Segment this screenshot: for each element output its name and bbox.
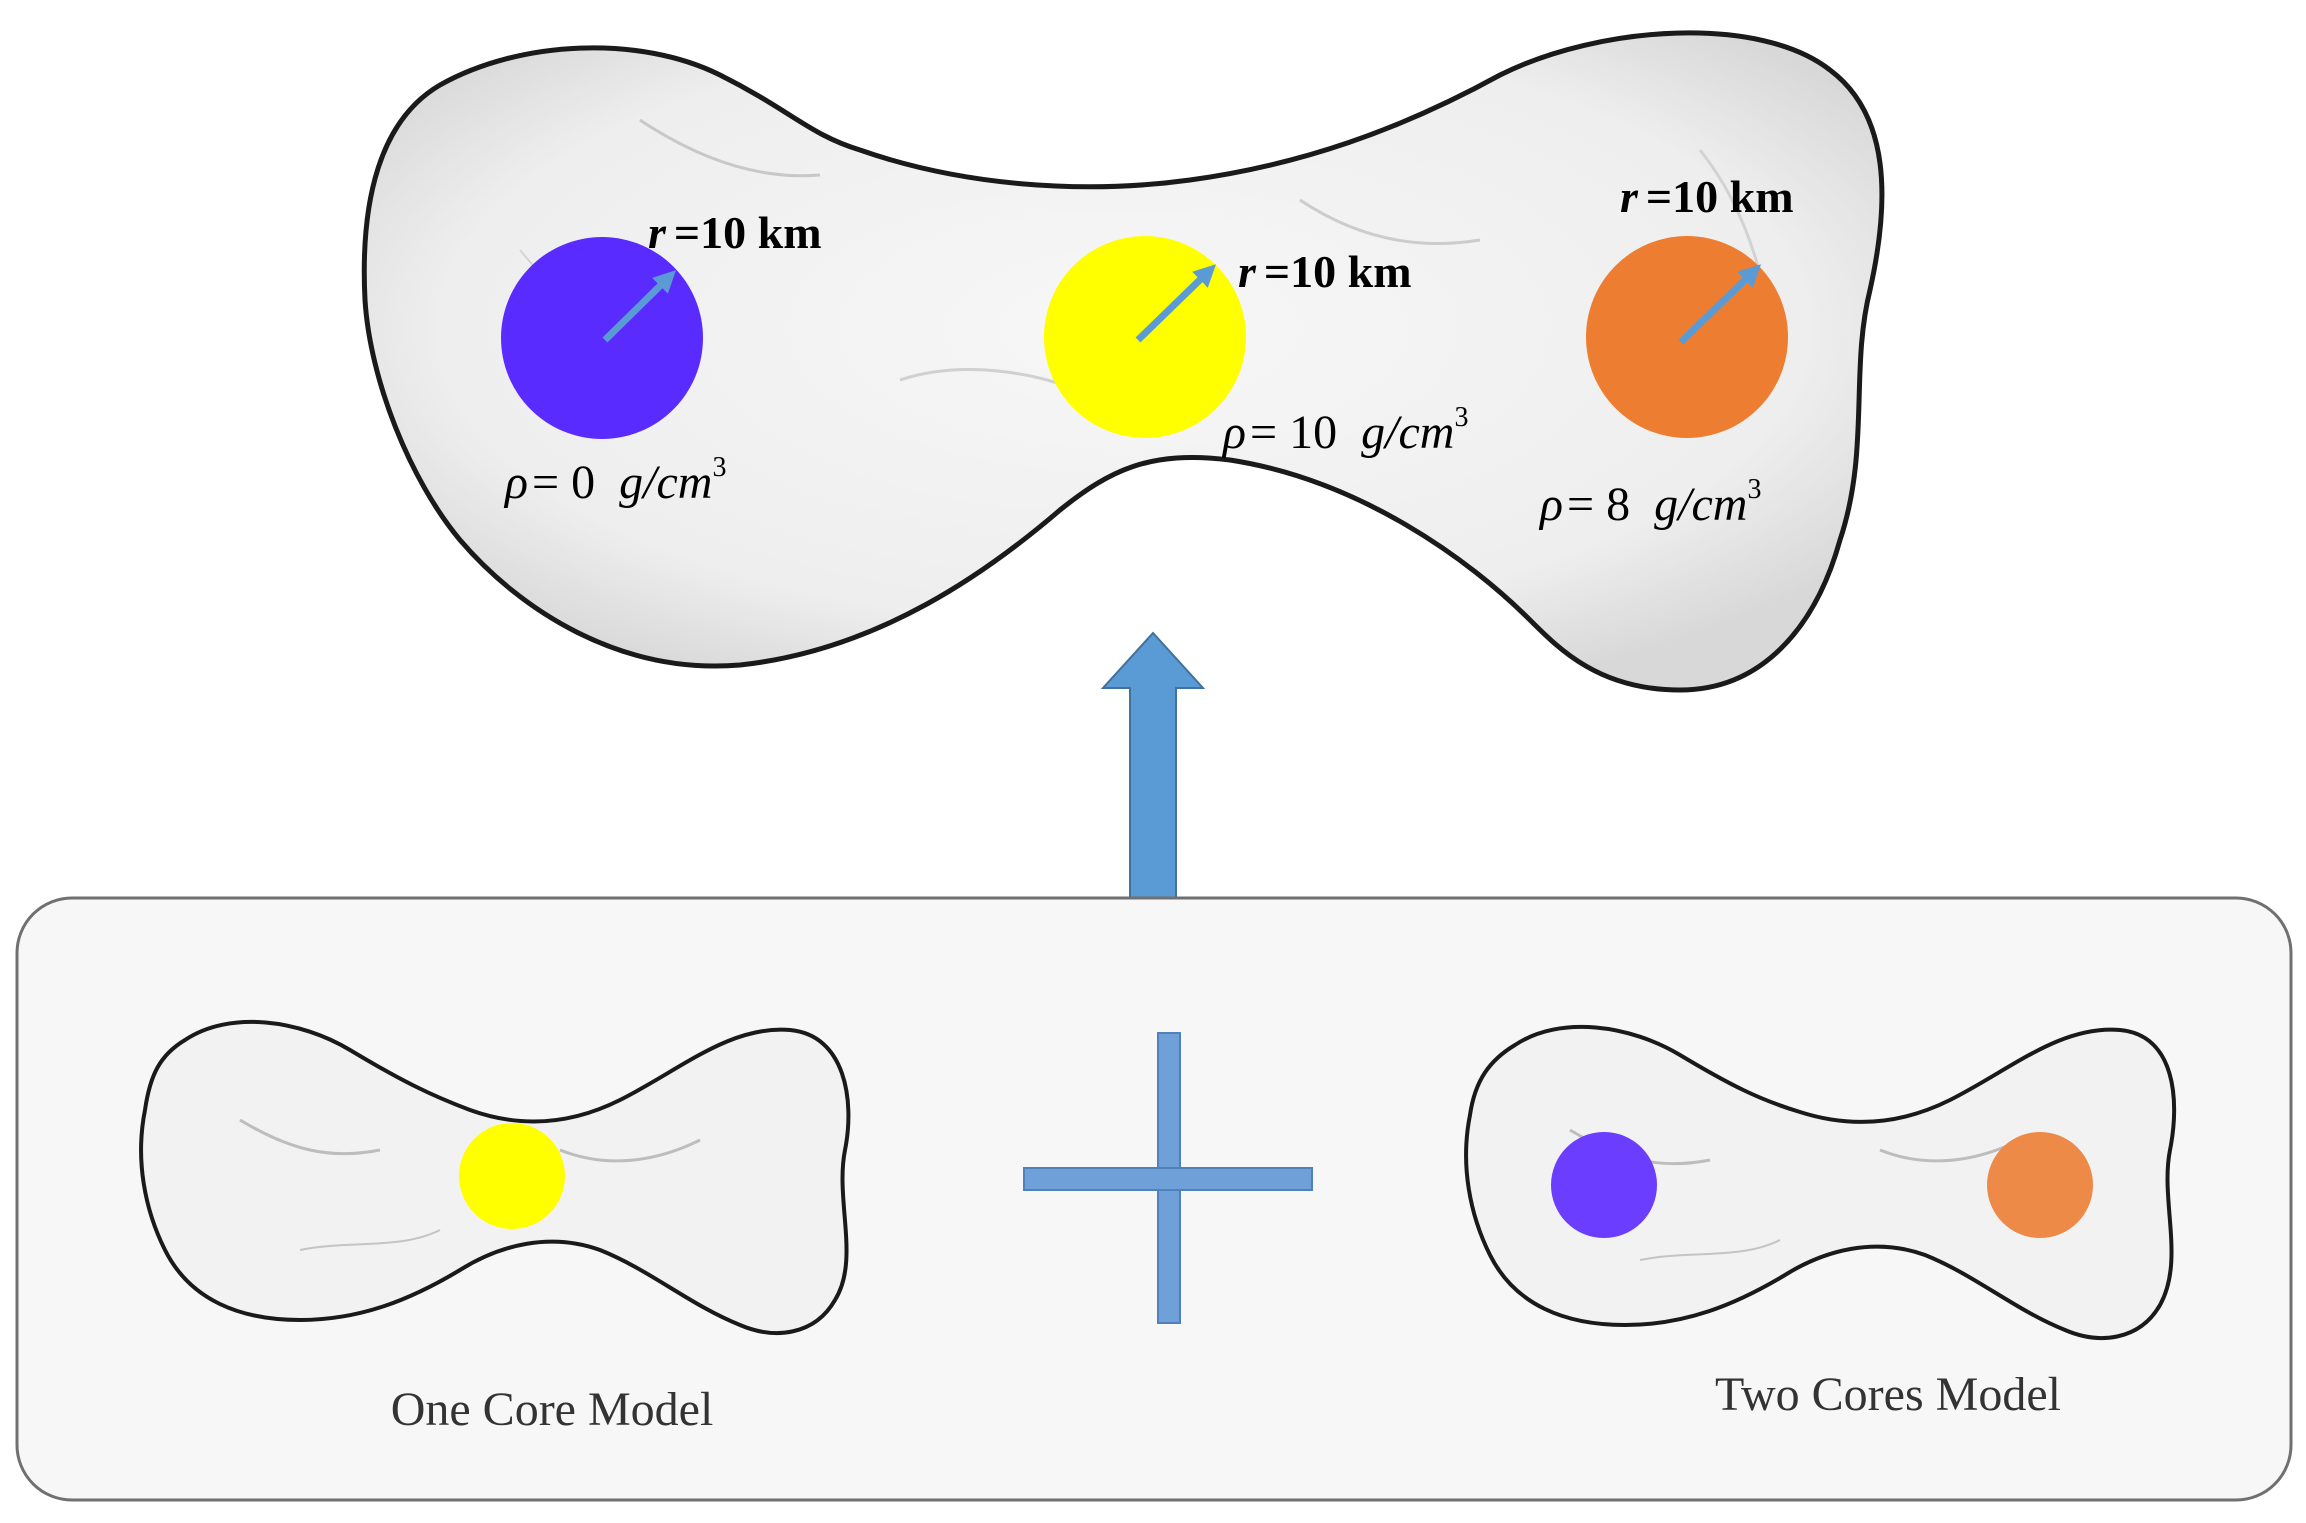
- core-2-radius-arrow: [1135, 264, 1217, 343]
- up-arrow: [1100, 631, 1206, 899]
- two-cores-circle-left: [1551, 1132, 1657, 1238]
- two-cores-label: Two Cores Model: [1715, 1368, 2061, 1421]
- one-core-label: One Core Model: [391, 1383, 714, 1436]
- one-core-asteroid: [139, 1019, 851, 1335]
- two-cores-circle-right: [1987, 1132, 2093, 1238]
- core-1-radius-label: r=10 km: [648, 207, 822, 258]
- core-3-radius-label: r=10 km: [1620, 171, 1794, 222]
- two-cores-asteroid: [1464, 1024, 2177, 1340]
- model-panel: [15, 896, 2293, 1502]
- core-1-circle: [501, 237, 703, 439]
- plus-icon: [1023, 1032, 1313, 1324]
- core-3-radius-arrow: [1678, 264, 1762, 345]
- core-1-radius-arrow: [602, 270, 676, 343]
- one-core-circle: [459, 1123, 565, 1229]
- core-2-radius-label: r=10 km: [1238, 246, 1412, 297]
